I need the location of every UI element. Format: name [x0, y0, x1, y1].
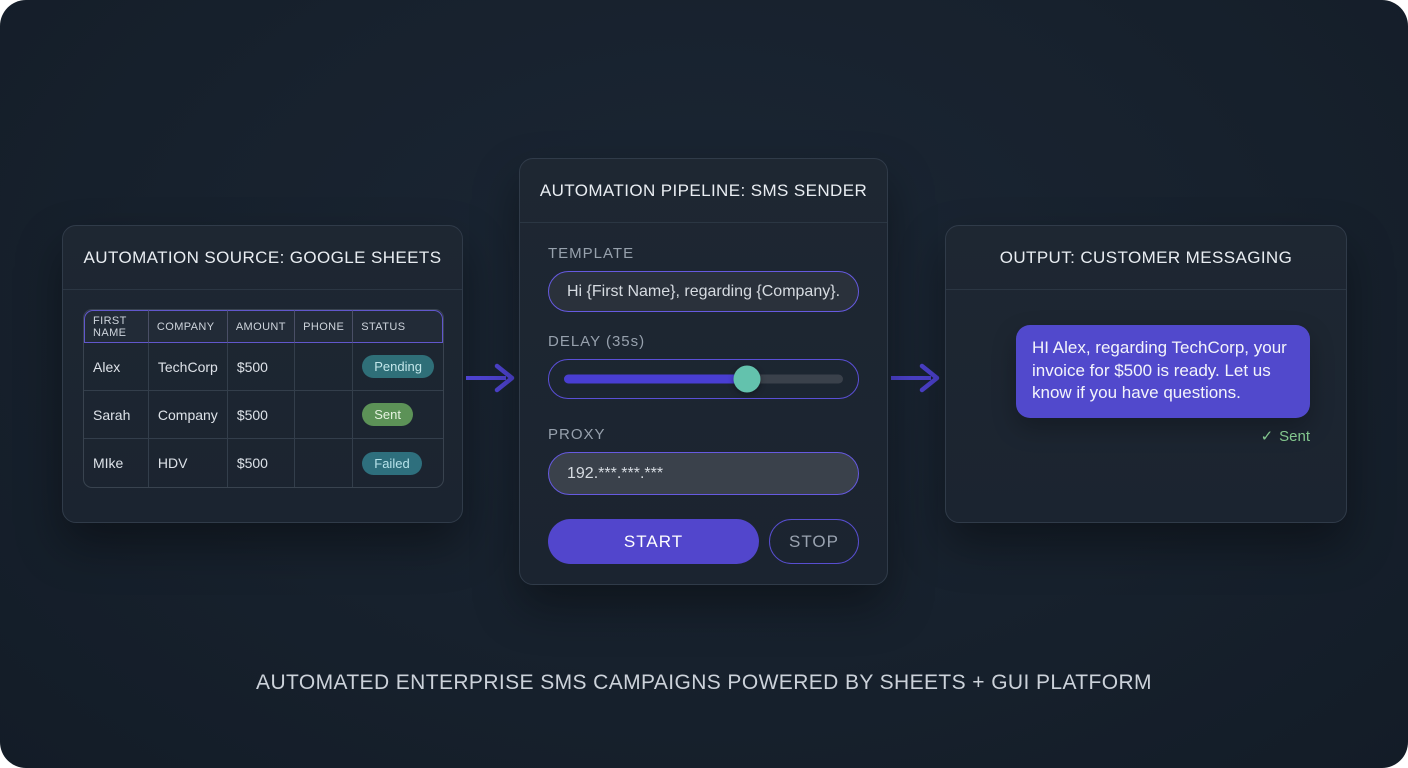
column-header-company: COMPANY — [148, 310, 228, 343]
template-label: TEMPLATE — [548, 245, 635, 262]
cell-first-name: Sarah — [84, 391, 149, 439]
cell-amount: $500 — [227, 343, 296, 391]
cell-company: Company — [148, 391, 228, 439]
column-header-first-name: FIRST NAME — [84, 310, 149, 343]
flow-arrow-icon — [466, 363, 515, 393]
column-header-phone: PHONE — [295, 310, 354, 343]
table-row: Sarah Company $500 Sent — [84, 391, 443, 439]
slider-thumb[interactable] — [733, 365, 761, 393]
cell-phone — [295, 439, 354, 487]
cell-company: TechCorp — [148, 343, 228, 391]
sheets-table-wrap: FIRST NAME COMPANY AMOUNT PHONE STATUS A… — [83, 309, 444, 488]
cell-company: HDV — [149, 439, 228, 487]
cell-status: Pending — [353, 343, 443, 391]
start-button[interactable]: START — [548, 519, 759, 564]
stop-button[interactable]: STOP — [769, 519, 859, 564]
proxy-input[interactable] — [548, 452, 859, 495]
slider-track — [564, 374, 843, 384]
delay-slider[interactable] — [548, 359, 859, 399]
pipeline-panel-title: AUTOMATION PIPELINE: SMS SENDER — [539, 180, 868, 200]
table-row: Alex TechCorp $500 Pending — [84, 343, 443, 391]
cell-amount: $500 — [228, 439, 296, 487]
pipeline-panel-header: AUTOMATION PIPELINE: SMS SENDER — [520, 159, 887, 223]
cell-phone — [295, 391, 354, 439]
status-badge: Failed — [362, 451, 422, 475]
cell-phone — [295, 343, 354, 391]
column-header-status: STATUS — [353, 310, 443, 343]
column-header-amount: AMOUNT — [227, 310, 296, 343]
table-header-row: FIRST NAME COMPANY AMOUNT PHONE STATUS — [84, 310, 443, 343]
cell-amount: $500 — [227, 391, 296, 439]
pipeline-panel-body: TEMPLATE DELAY (35s) PROXY START STOP — [520, 223, 887, 564]
sent-status: ✓ Sent — [946, 427, 1310, 445]
sent-status-label: Sent — [1279, 427, 1310, 445]
cell-status: Sent — [353, 391, 443, 439]
output-panel-header: OUTPUT: CUSTOMER MESSAGING — [946, 226, 1346, 290]
template-input[interactable] — [548, 271, 859, 312]
page-caption: AUTOMATED ENTERPRISE SMS CAMPAIGNS POWER… — [256, 671, 1152, 694]
status-badge: Sent — [362, 403, 414, 426]
message-bubble: HI Alex, regarding TechCorp, your invoic… — [1016, 325, 1310, 418]
cell-first-name: MIke — [84, 439, 149, 487]
source-panel-title: AUTOMATION SOURCE: GOOGLE SHEETS — [83, 247, 442, 267]
flow-arrow-icon — [891, 363, 940, 393]
output-panel-title: OUTPUT: CUSTOMER MESSAGING — [999, 247, 1293, 267]
cell-status: Failed — [353, 439, 443, 487]
table-row: MIke HDV $500 Failed — [84, 439, 443, 487]
check-icon: ✓ — [1260, 427, 1274, 445]
output-panel: OUTPUT: CUSTOMER MESSAGING HI Alex, rega… — [945, 225, 1347, 523]
sheets-table: FIRST NAME COMPANY AMOUNT PHONE STATUS A… — [83, 309, 444, 488]
source-panel-header: AUTOMATION SOURCE: GOOGLE SHEETS — [63, 226, 462, 290]
slider-fill — [564, 374, 743, 384]
proxy-label: PROXY — [548, 426, 606, 443]
source-panel: AUTOMATION SOURCE: GOOGLE SHEETS FIRST N… — [62, 225, 463, 523]
delay-label: DELAY (35s) — [548, 333, 646, 350]
status-badge: Pending — [362, 355, 434, 378]
pipeline-panel: AUTOMATION PIPELINE: SMS SENDER TEMPLATE… — [519, 158, 888, 585]
cell-first-name: Alex — [84, 343, 149, 391]
